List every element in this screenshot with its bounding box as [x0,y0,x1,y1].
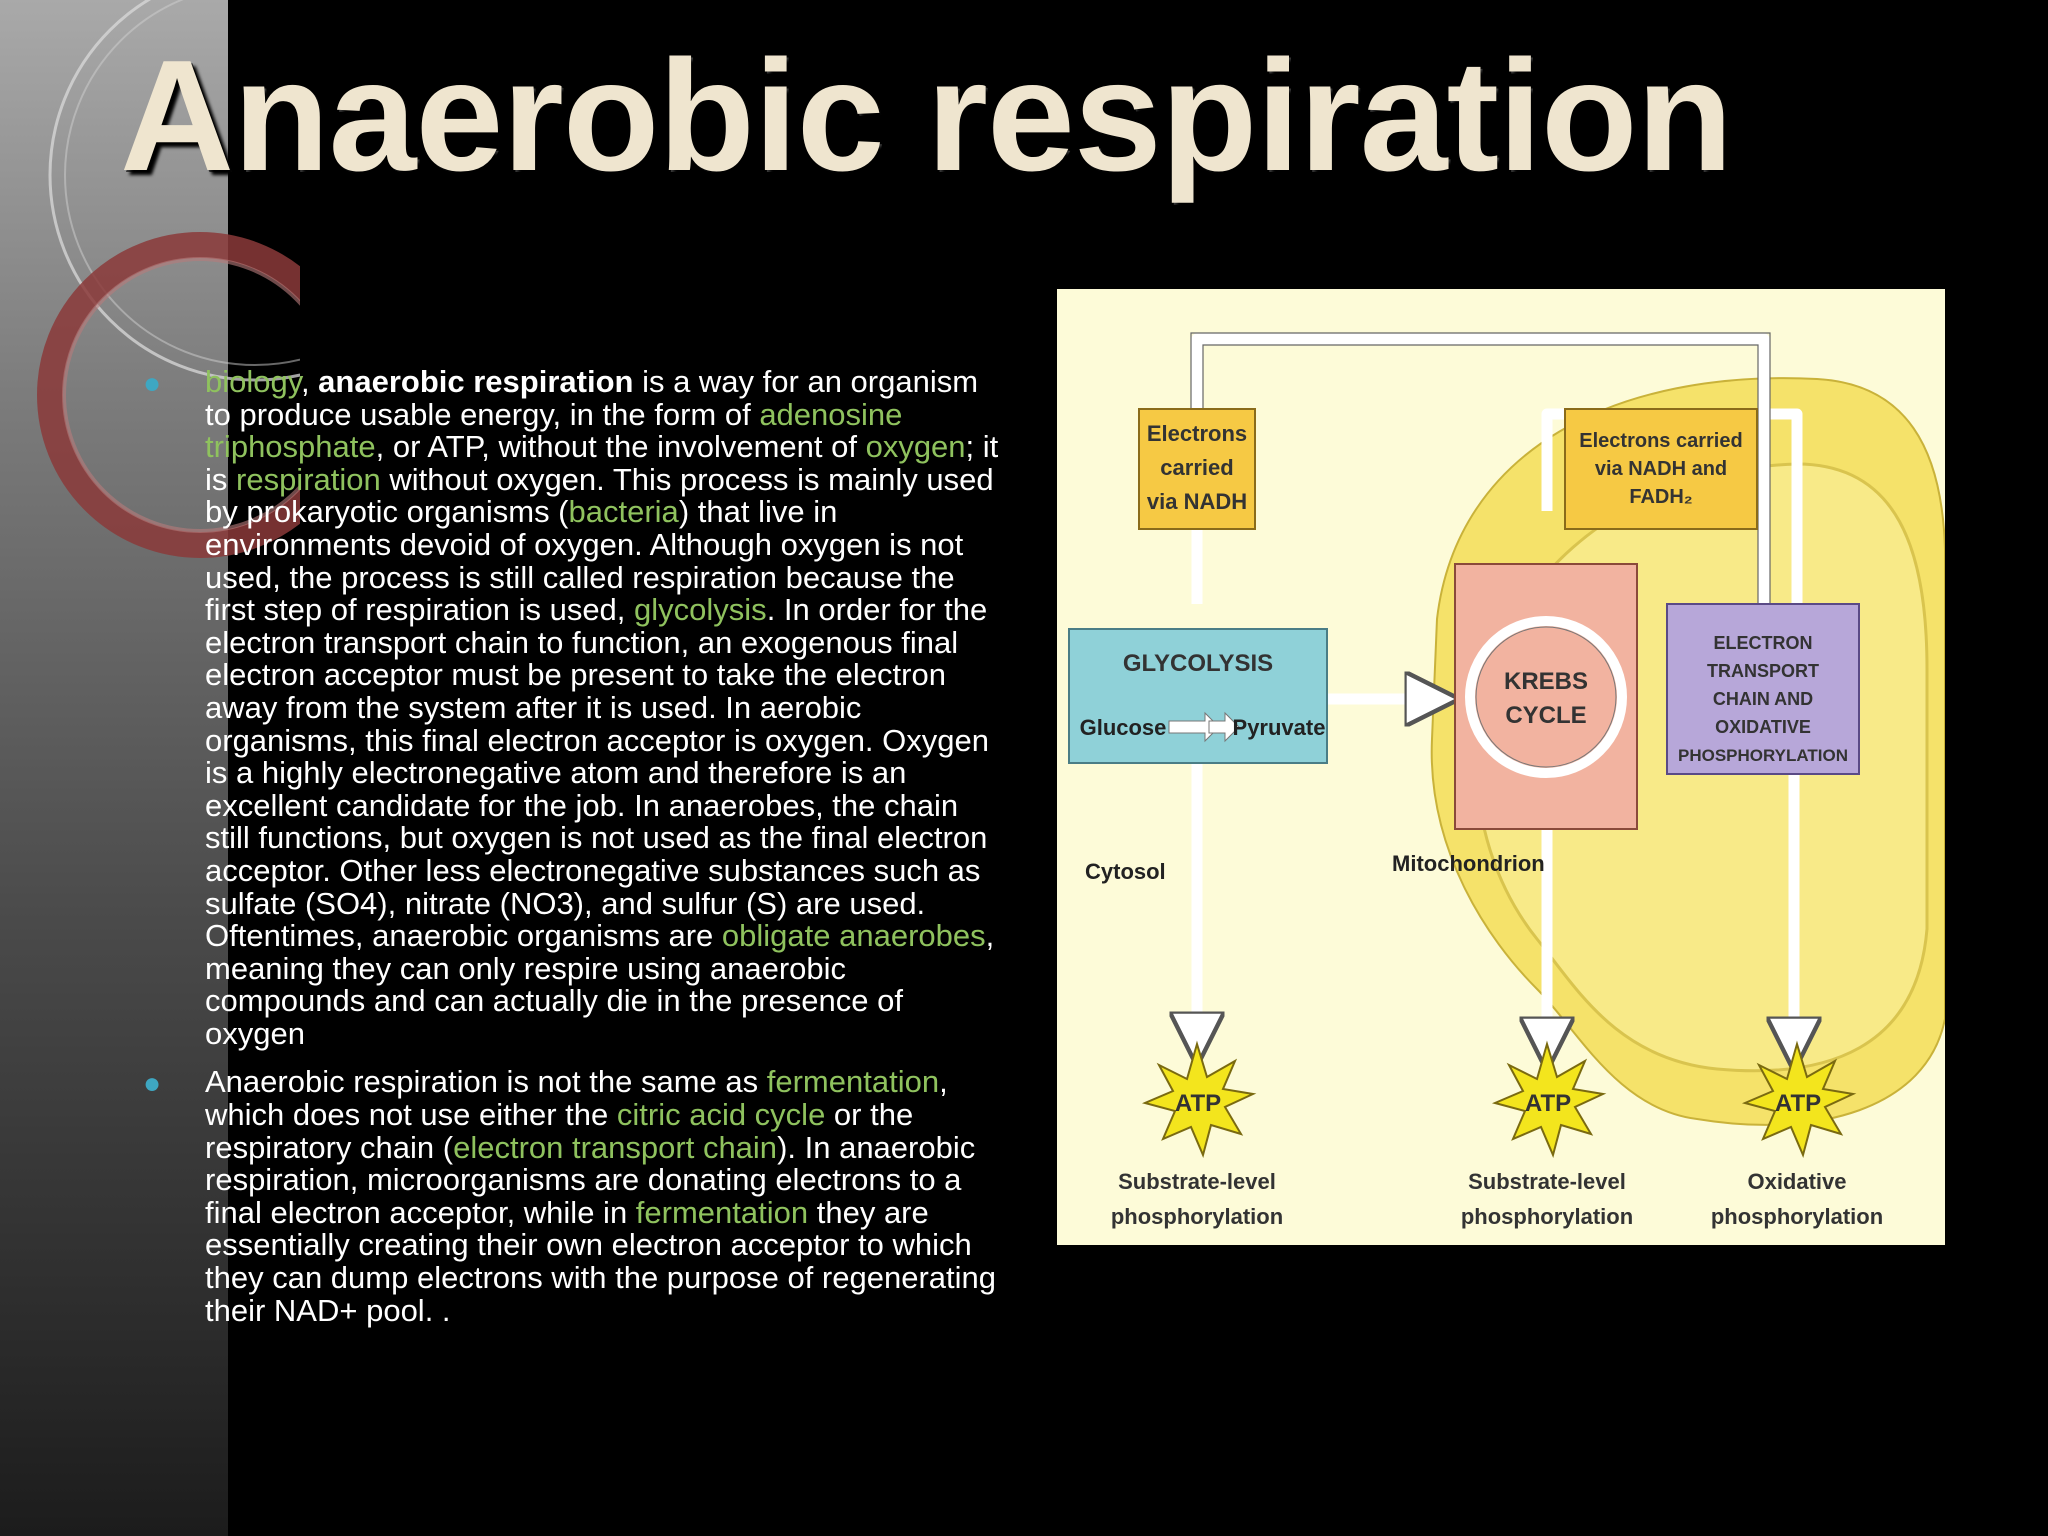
oxidative-caption-line-1: Oxidative [1747,1169,1846,1194]
cytosol-label: Cytosol [1085,859,1166,884]
substrate-level-caption-1-line-1: Substrate-level [1118,1169,1276,1194]
text-segment: they are essentially creating their own … [205,1194,996,1328]
link-oxygen[interactable]: oxygen [865,429,966,465]
text-segment: Anaerobic respiration is not the same as [205,1064,767,1100]
krebs-cycle-box [1454,563,1638,830]
electrons-nadh-fadh-line-2: via NADH and [1595,458,1727,480]
krebs-cycle-ring-outline [1475,626,1617,768]
etc-line-4: OXIDATIVE [1715,717,1811,737]
atp-label-2: ATP [1525,1090,1571,1117]
term-anaerobic-respiration: anaerobic respiration [318,364,634,399]
glycolysis-label: GLYCOLYSIS [1123,650,1273,677]
glucose-to-pyruvate-arrow-2 [1208,711,1240,743]
body-text: ● biology, anaerobic respiration is a wa… [143,364,1005,1343]
atp-star-1: ATP [1141,1040,1257,1159]
text-segment: or the respiratory chain ( [205,1097,914,1165]
electrons-nadh-fadh-line-1: Electrons carried [1579,430,1742,452]
electrons-nadh-fadh-line-3: FADH₂ [1629,486,1692,508]
text-segment: , which does not use either the [205,1064,948,1133]
mitochondrion-label: Mitochondrion [1392,851,1545,876]
substrate-level-caption-1-line-2: phosphorylation [1111,1204,1283,1229]
text-segment: without oxygen. This process is mainly u… [205,461,994,530]
electrons-nadh-fadh-box [1564,408,1758,530]
bullet-dot-icon: ● [143,1067,162,1101]
glucose-to-pyruvate-arrow [1168,711,1220,743]
flow-arrow-outlines [1190,332,1771,744]
etc-line-5: PHOSPHORYLATION [1678,746,1848,765]
oxidative-caption-line-2: phosphorylation [1711,1204,1883,1229]
krebs-cycle-ring [1465,616,1627,778]
atp-star-3: ATP [1741,1040,1857,1159]
text-segment: ) that live in environments devoid of ox… [205,494,964,628]
bullet-dot-icon: ● [143,367,162,400]
electrons-nadh-line-1: Electrons [1147,421,1247,446]
etc-line-1: ELECTRON [1714,633,1813,653]
krebs-line-2: CYCLE [1505,702,1586,729]
respiration-diagram-svg: Electrons carried via NADH Electrons car… [1057,289,1945,1245]
krebs-line-1: KREBS [1504,668,1588,695]
atp-star-2: ATP [1491,1040,1607,1159]
text-segment: . In order for the electron transport ch… [205,592,989,954]
link-respiration[interactable]: respiration [236,461,381,497]
text-segment: ; it is [205,429,999,497]
link-biology[interactable]: biology [205,364,301,399]
link-adenosine-triphosphate[interactable]: adenosine triphosphate [205,396,903,465]
link-bacteria[interactable]: bacteria [568,494,679,530]
text-segment: , [300,364,319,399]
glucose-label: Glucose [1080,715,1167,740]
bullet-paragraph-2: ● Anaerobic respiration is not the same … [143,1064,1005,1327]
etc-line-2: TRANSPORT [1707,661,1819,681]
link-fermentation[interactable]: fermentation [766,1064,940,1100]
page-title: Anaerobic respiration [120,28,1733,204]
glycolysis-box [1068,628,1328,764]
bullet-paragraph-1: ● biology, anaerobic respiration is a wa… [143,364,1005,1051]
text-segment: is a way for an organism to produce usab… [205,364,979,432]
electrons-nadh-line-2: carried [1160,455,1233,480]
substrate-level-caption-2-line-1: Substrate-level [1468,1169,1626,1194]
atp-label-3: ATP [1775,1090,1821,1117]
text-segment: , meaning they can only respire using an… [205,918,995,1051]
atp-label-1: ATP [1175,1090,1221,1117]
paragraph-1-text: biology, anaerobic respiration is a way … [205,364,998,1051]
etc-line-3: CHAIN AND [1713,689,1813,709]
link-obligate-anaerobes[interactable]: obligate anaerobes [721,918,986,954]
text-segment: ). In anaerobic respiration, microorgani… [205,1129,976,1230]
substrate-level-caption-2-line-2: phosphorylation [1461,1204,1633,1229]
respiration-diagram: Electrons carried via NADH Electrons car… [1057,289,1945,1245]
decorative-rings [37,0,300,558]
text-segment: , or ATP, without the involvement of [375,429,866,465]
link-glycolysis[interactable]: glycolysis [634,592,767,628]
link-electron-transport-chain[interactable]: electron transport chain [453,1129,778,1165]
paragraph-2-text: Anaerobic respiration is not the same as… [205,1064,996,1327]
electrons-nadh-box [1138,408,1256,530]
pyruvate-label: Pyruvate [1233,715,1326,740]
link-fermentation-2[interactable]: fermentation [635,1194,809,1230]
electron-transport-chain-box [1666,603,1860,775]
link-citric-acid-cycle[interactable]: citric acid cycle [616,1097,826,1133]
electrons-nadh-line-3: via NADH [1147,489,1247,514]
